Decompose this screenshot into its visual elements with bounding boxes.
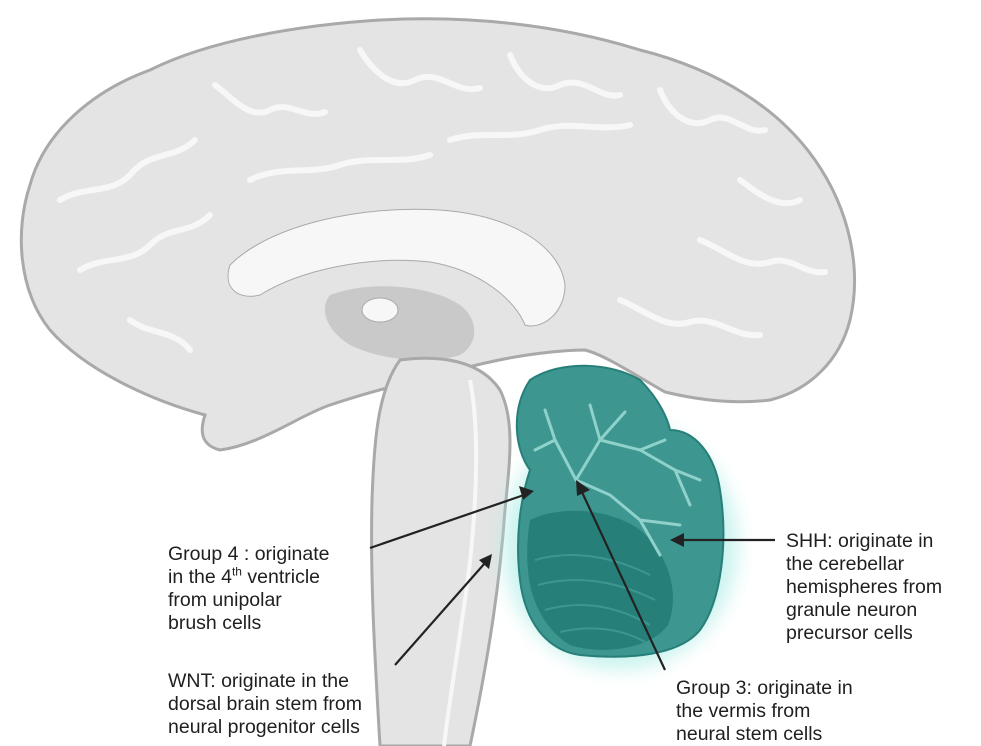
interthalamic-adhesion	[362, 298, 398, 322]
group4-line2: in the 4th ventricle	[168, 566, 330, 589]
label-wnt: WNT: originate in the dorsal brain stem …	[168, 670, 362, 739]
group4-line1: Group 4 : originate	[168, 543, 330, 566]
label-group3: Group 3: originate in the vermis from ne…	[676, 677, 853, 746]
brain-stem	[372, 358, 510, 746]
group4-line3: from unipolar	[168, 589, 330, 612]
label-group4: Group 4 : originate in the 4th ventricle…	[168, 543, 330, 635]
group4-line4: brush cells	[168, 612, 330, 635]
shh-line3: hemispheres from	[786, 576, 942, 599]
shh-line4: granule neuron	[786, 599, 942, 622]
shh-line1: SHH: originate in	[786, 530, 942, 553]
wnt-line2: dorsal brain stem from	[168, 693, 362, 716]
wnt-line1: WNT: originate in the	[168, 670, 362, 693]
group3-line2: the vermis from	[676, 700, 853, 723]
wnt-line3: neural progenitor cells	[168, 716, 362, 739]
shh-line2: the cerebellar	[786, 553, 942, 576]
group3-line3: neural stem cells	[676, 723, 853, 746]
group3-line1: Group 3: originate in	[676, 677, 853, 700]
shh-line5: precursor cells	[786, 622, 942, 645]
label-shh: SHH: originate in the cerebellar hemisph…	[786, 530, 942, 645]
